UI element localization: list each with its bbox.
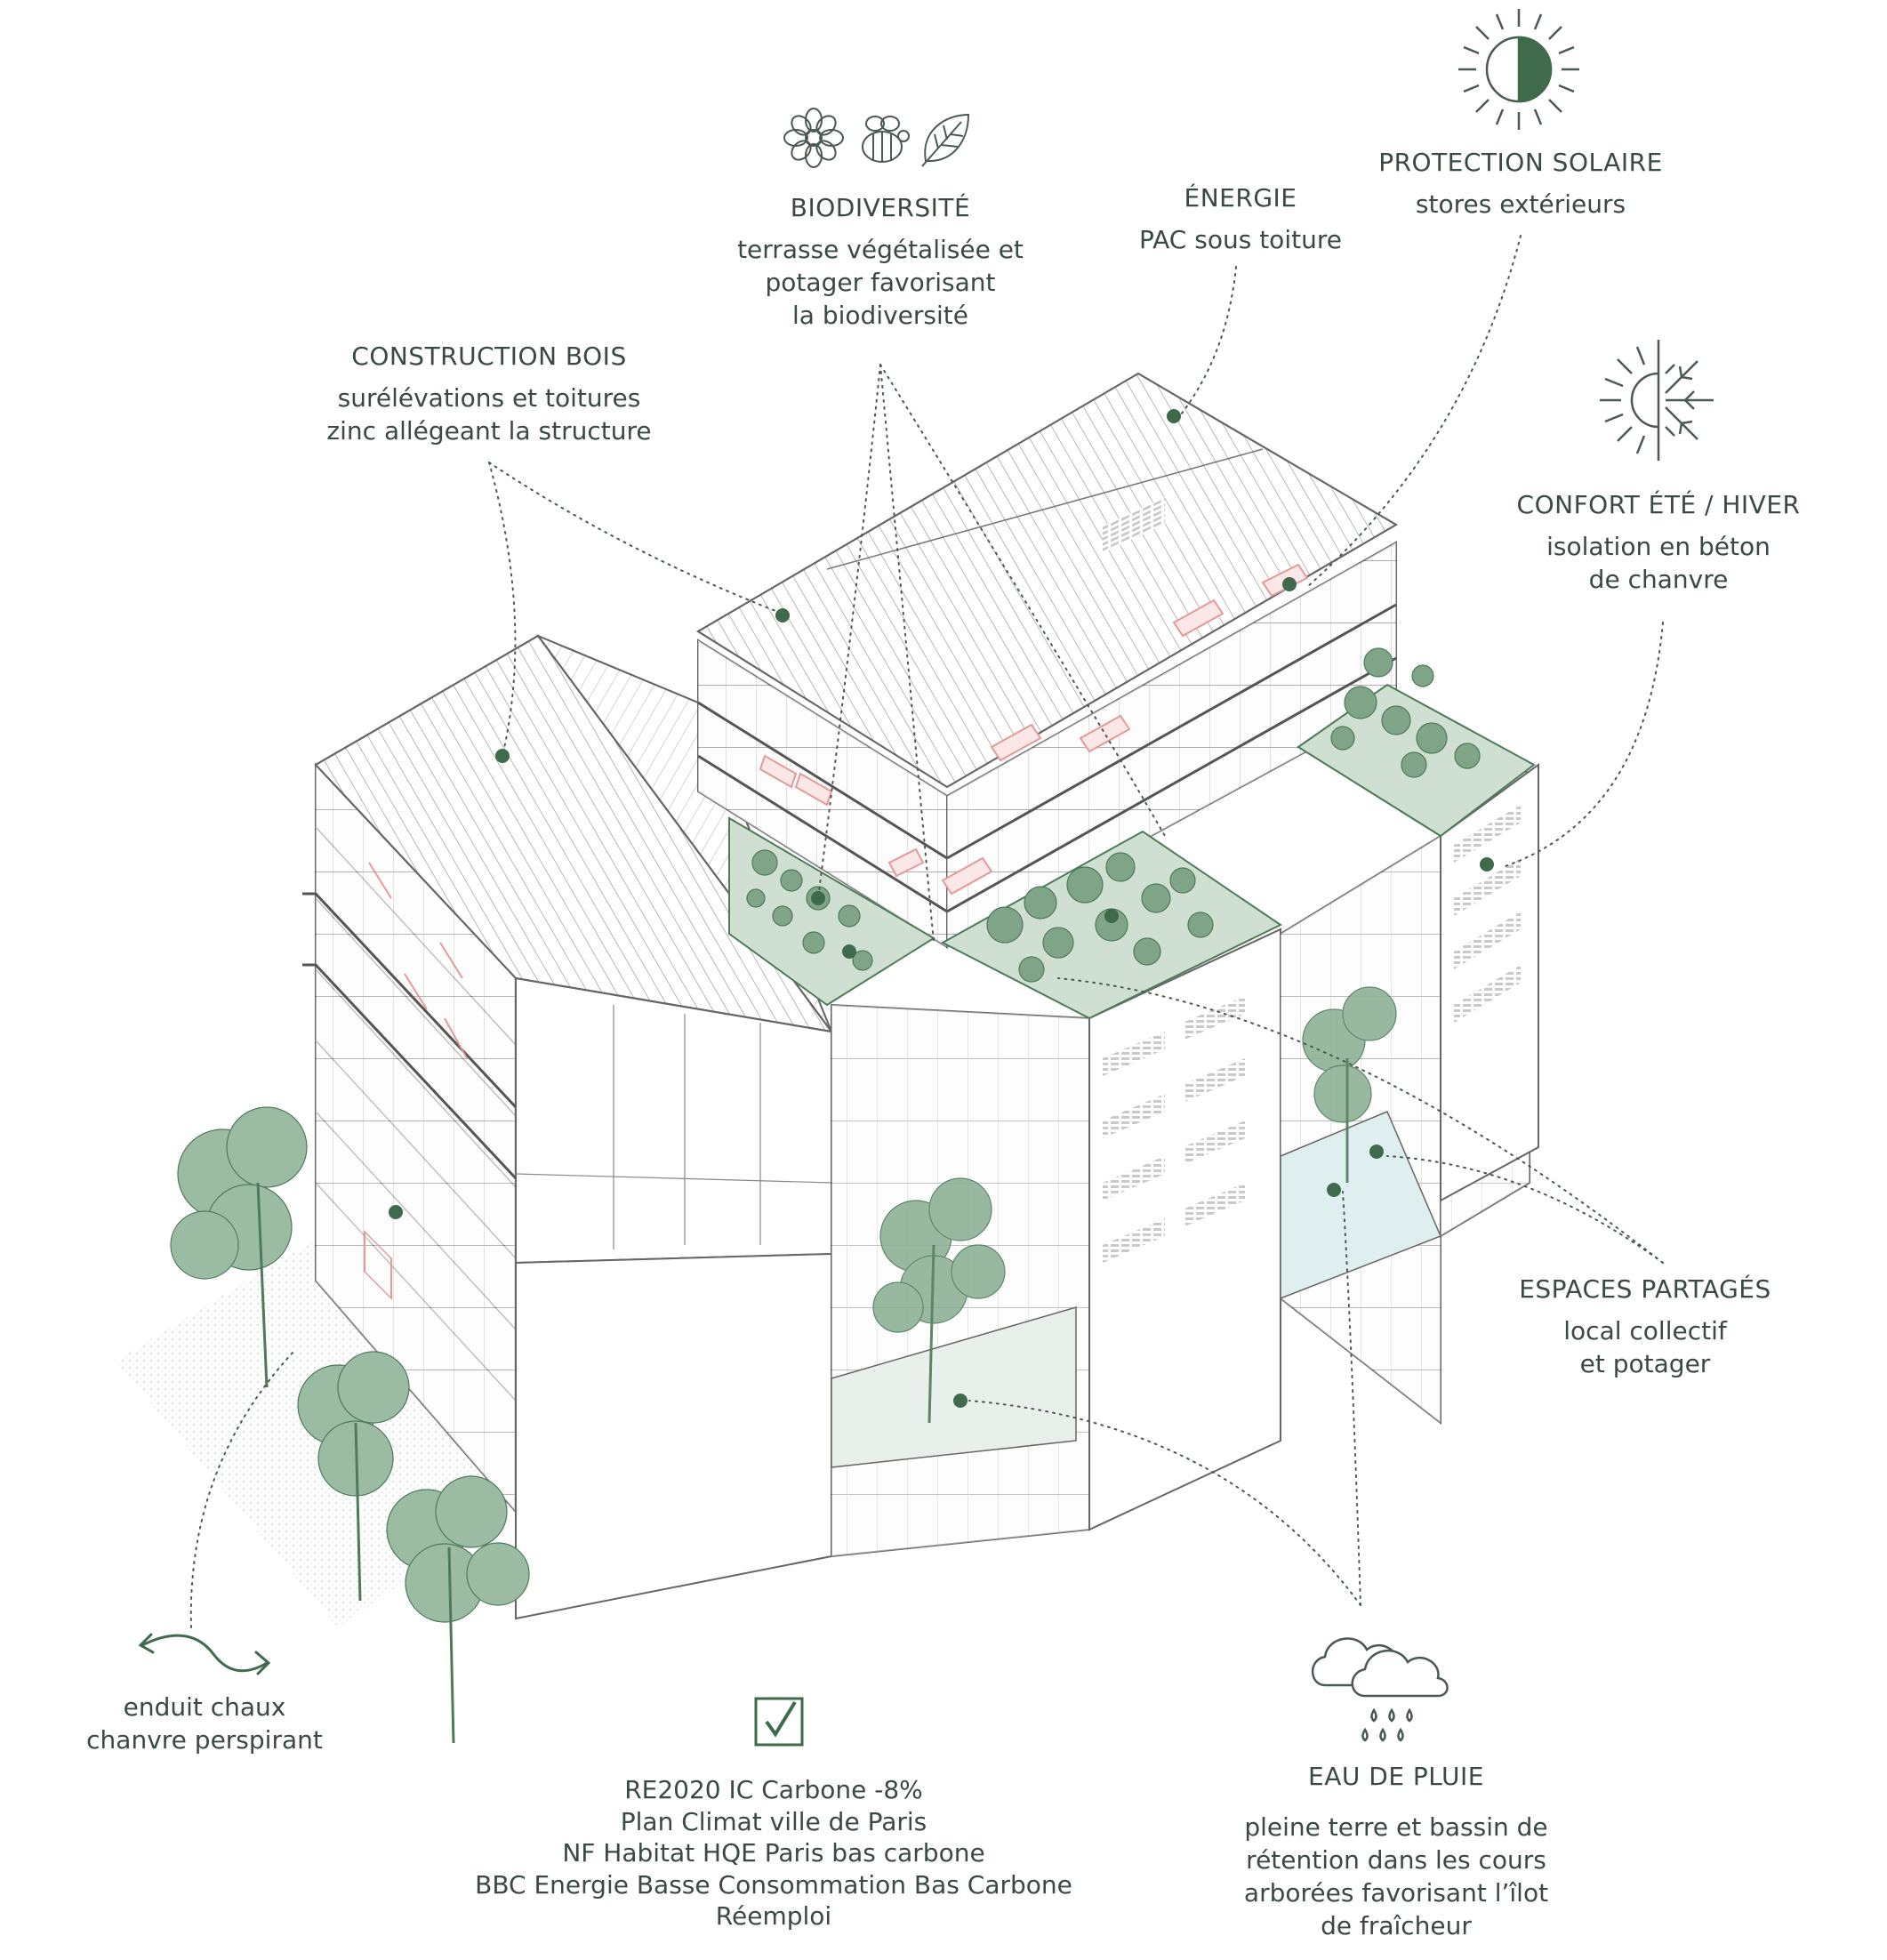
label-protection-solaire: PROTECTION SOLAIRE stores extérieurs — [1361, 147, 1681, 221]
terrace-vegetation — [746, 647, 1481, 983]
label-title: CONFORT ÉTÉ / HIVER — [1516, 490, 1801, 519]
label-title: CONSTRUCTION BOIS — [351, 341, 627, 371]
label-title: PROTECTION SOLAIRE — [1378, 148, 1663, 177]
street-trees — [170, 1106, 530, 1744]
sun-snowflake-icon — [1600, 340, 1714, 461]
label-construction-bois: CONSTRUCTION BOIS surélévations et toitu… — [316, 341, 662, 448]
checkbox-check-icon — [754, 1697, 804, 1747]
leader-lines — [189, 235, 1664, 1628]
left-building — [302, 633, 834, 1620]
label-desc: terrasse végétalisée et potager favorisa… — [737, 234, 1024, 330]
label-title: EAU DE PLUIE — [1308, 1762, 1484, 1791]
certification-item: Plan Climat ville de Paris — [620, 1806, 927, 1836]
label-title: ÉNERGIE — [1184, 183, 1297, 213]
exterior-blinds — [759, 563, 1309, 896]
sun-half-icon — [1458, 9, 1579, 130]
label-desc: surélévations et toitures zinc allégeant… — [326, 382, 652, 446]
label-eau-de-pluie: EAU DE PLUIE pleine terre et bassin de r… — [1218, 1761, 1574, 1943]
label-energie: ÉNERGIE PAC sous toiture — [1107, 182, 1374, 257]
courtyard-trees — [872, 986, 1397, 1424]
certification-item: NF Habitat HQE Paris bas carbone — [562, 1838, 985, 1868]
leaf-icon — [921, 113, 970, 167]
label-enduit: enduit chaux chanvre perspirant — [62, 1691, 347, 1757]
rain-cloud-icon — [1311, 1637, 1449, 1742]
certifications-list: RE2020 IC Carbone -8% Plan Climat ville … — [462, 1774, 1085, 1932]
leader-dots — [389, 409, 1494, 1408]
flower-icon — [783, 108, 844, 168]
label-desc: isolation en béton de chanvre — [1546, 531, 1771, 594]
label-desc: stores extérieurs — [1415, 189, 1626, 219]
label-desc: local collectif et potager — [1563, 1315, 1727, 1378]
swap-arrows-icon — [138, 1633, 271, 1675]
certification-item: Réemploi — [715, 1901, 832, 1932]
label-desc: enduit chaux chanvre perspirant — [86, 1692, 323, 1755]
central-building — [696, 372, 1398, 949]
label-desc: PAC sous toiture — [1139, 224, 1342, 254]
courtyard-gardens — [831, 1111, 1441, 1468]
label-title: BIODIVERSITÉ — [790, 193, 971, 222]
bee-icon — [862, 116, 910, 163]
exterior-blinds — [364, 862, 468, 1300]
certification-item: BBC Energie Basse Consommation Bas Carbo… — [475, 1869, 1072, 1900]
label-espaces-partages: ESPACES PARTAGÉS local collectif et pota… — [1494, 1273, 1796, 1381]
label-desc: pleine terre et bassin de rétention dans… — [1243, 1811, 1549, 1940]
label-biodiversite: BIODIVERSITÉ terrasse végétalisée et pot… — [694, 192, 1067, 333]
certification-item: RE2020 IC Carbone -8% — [624, 1775, 923, 1804]
label-confort: CONFORT ÉTÉ / HIVER isolation en béton d… — [1498, 489, 1819, 597]
label-title: ESPACES PARTAGÉS — [1519, 1274, 1771, 1304]
